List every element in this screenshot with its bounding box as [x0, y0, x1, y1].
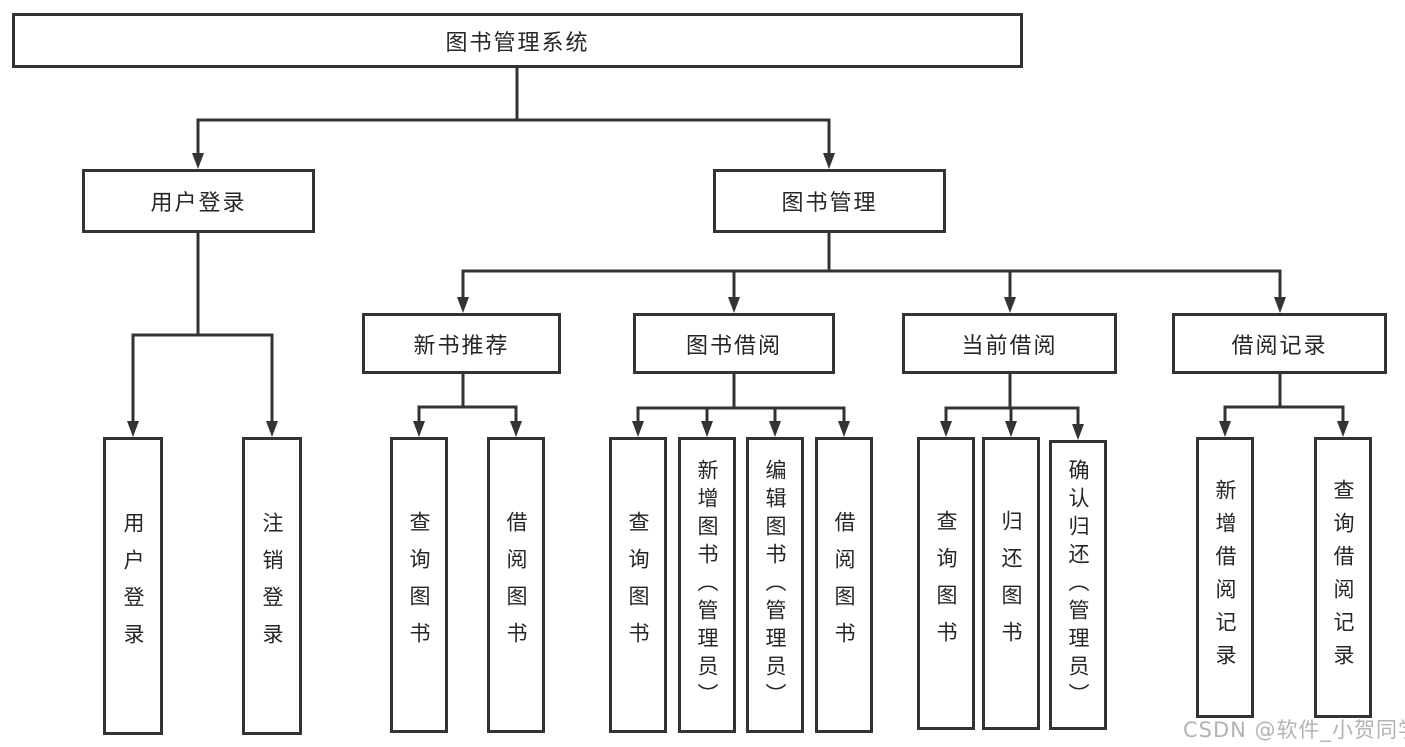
node-current-borrow: 当前借阅 — [902, 313, 1117, 374]
leaf-return-book: 归还图书 — [982, 437, 1040, 730]
node-borrow-records: 借阅记录 — [1172, 313, 1387, 374]
leaf-query-borrow-record: 查询借阅记录 — [1314, 437, 1372, 718]
leaf-add-book-admin: 新增图书（管理员） — [678, 437, 736, 733]
leaf-query-book-borrow: 查询图书 — [609, 437, 667, 733]
node-user-login: 用户登录 — [82, 169, 315, 233]
leaf-edit-book-admin: 编辑图书（管理员） — [746, 437, 804, 733]
csdn-watermark: CSDN @软件_小贺同学 — [1183, 718, 1405, 742]
node-book-borrow: 图书借阅 — [633, 313, 835, 374]
leaf-add-borrow-record: 新增借阅记录 — [1196, 437, 1254, 718]
node-new-book-recommend: 新书推荐 — [362, 313, 561, 374]
leaf-borrow-book-recommend: 借阅图书 — [487, 437, 545, 733]
leaf-borrow-book: 借阅图书 — [815, 437, 873, 733]
leaf-query-book-current: 查询图书 — [917, 437, 975, 730]
node-book-management: 图书管理 — [713, 169, 946, 233]
leaf-confirm-return-admin: 确认归还（管理员） — [1049, 440, 1107, 730]
leaf-user-login: 用户登录 — [103, 437, 163, 735]
leaf-logout: 注销登录 — [242, 437, 302, 735]
node-root: 图书管理系统 — [12, 13, 1023, 68]
leaf-query-book-recommend: 查询图书 — [390, 437, 448, 733]
